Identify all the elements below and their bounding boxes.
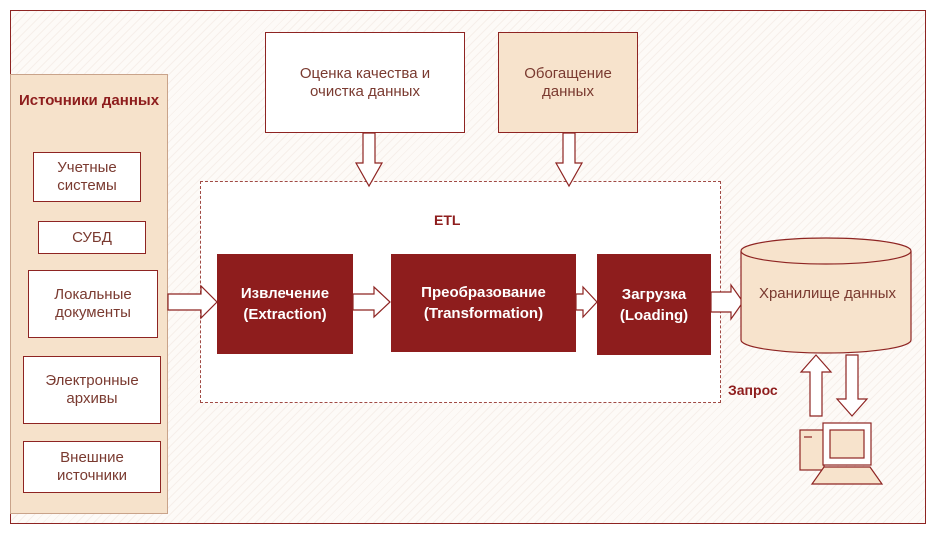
arrow-transformation-to-loading: [575, 285, 598, 319]
enrichment-box: Обогащение данных: [498, 32, 638, 133]
arrow-enrichment-to-etl: [554, 132, 584, 188]
sources-title: Источники данных: [18, 92, 160, 109]
quality-cleansing-box: Оценка качества и очистка данных: [265, 32, 465, 133]
loading-box: Загрузка (Loading): [597, 254, 711, 355]
extraction-box: Извлечение (Extraction): [217, 254, 353, 354]
arrow-quality-to-etl: [354, 132, 384, 188]
warehouse-label: Хранилище данных: [758, 285, 897, 302]
query-label: Запрос: [728, 382, 778, 398]
source-external: Внешние источники: [23, 441, 161, 493]
arrow-sources-to-extraction: [167, 284, 218, 320]
etl-label: ETL: [434, 212, 461, 228]
transformation-box: Преобразование (Transformation): [391, 254, 576, 352]
source-electronic-archives: Электронные архивы: [23, 356, 161, 424]
arrow-extraction-to-transformation: [352, 285, 391, 319]
arrow-query-up: [799, 354, 833, 417]
arrow-result-down: [835, 354, 869, 417]
arrow-loading-to-warehouse: [710, 283, 744, 321]
source-local-documents: Локальные документы: [28, 270, 158, 338]
source-accounting-systems: Учетные системы: [33, 152, 141, 202]
warehouse-cylinder: [740, 237, 912, 354]
source-dbms: СУБД: [38, 221, 146, 254]
computer-icon: [799, 422, 884, 485]
